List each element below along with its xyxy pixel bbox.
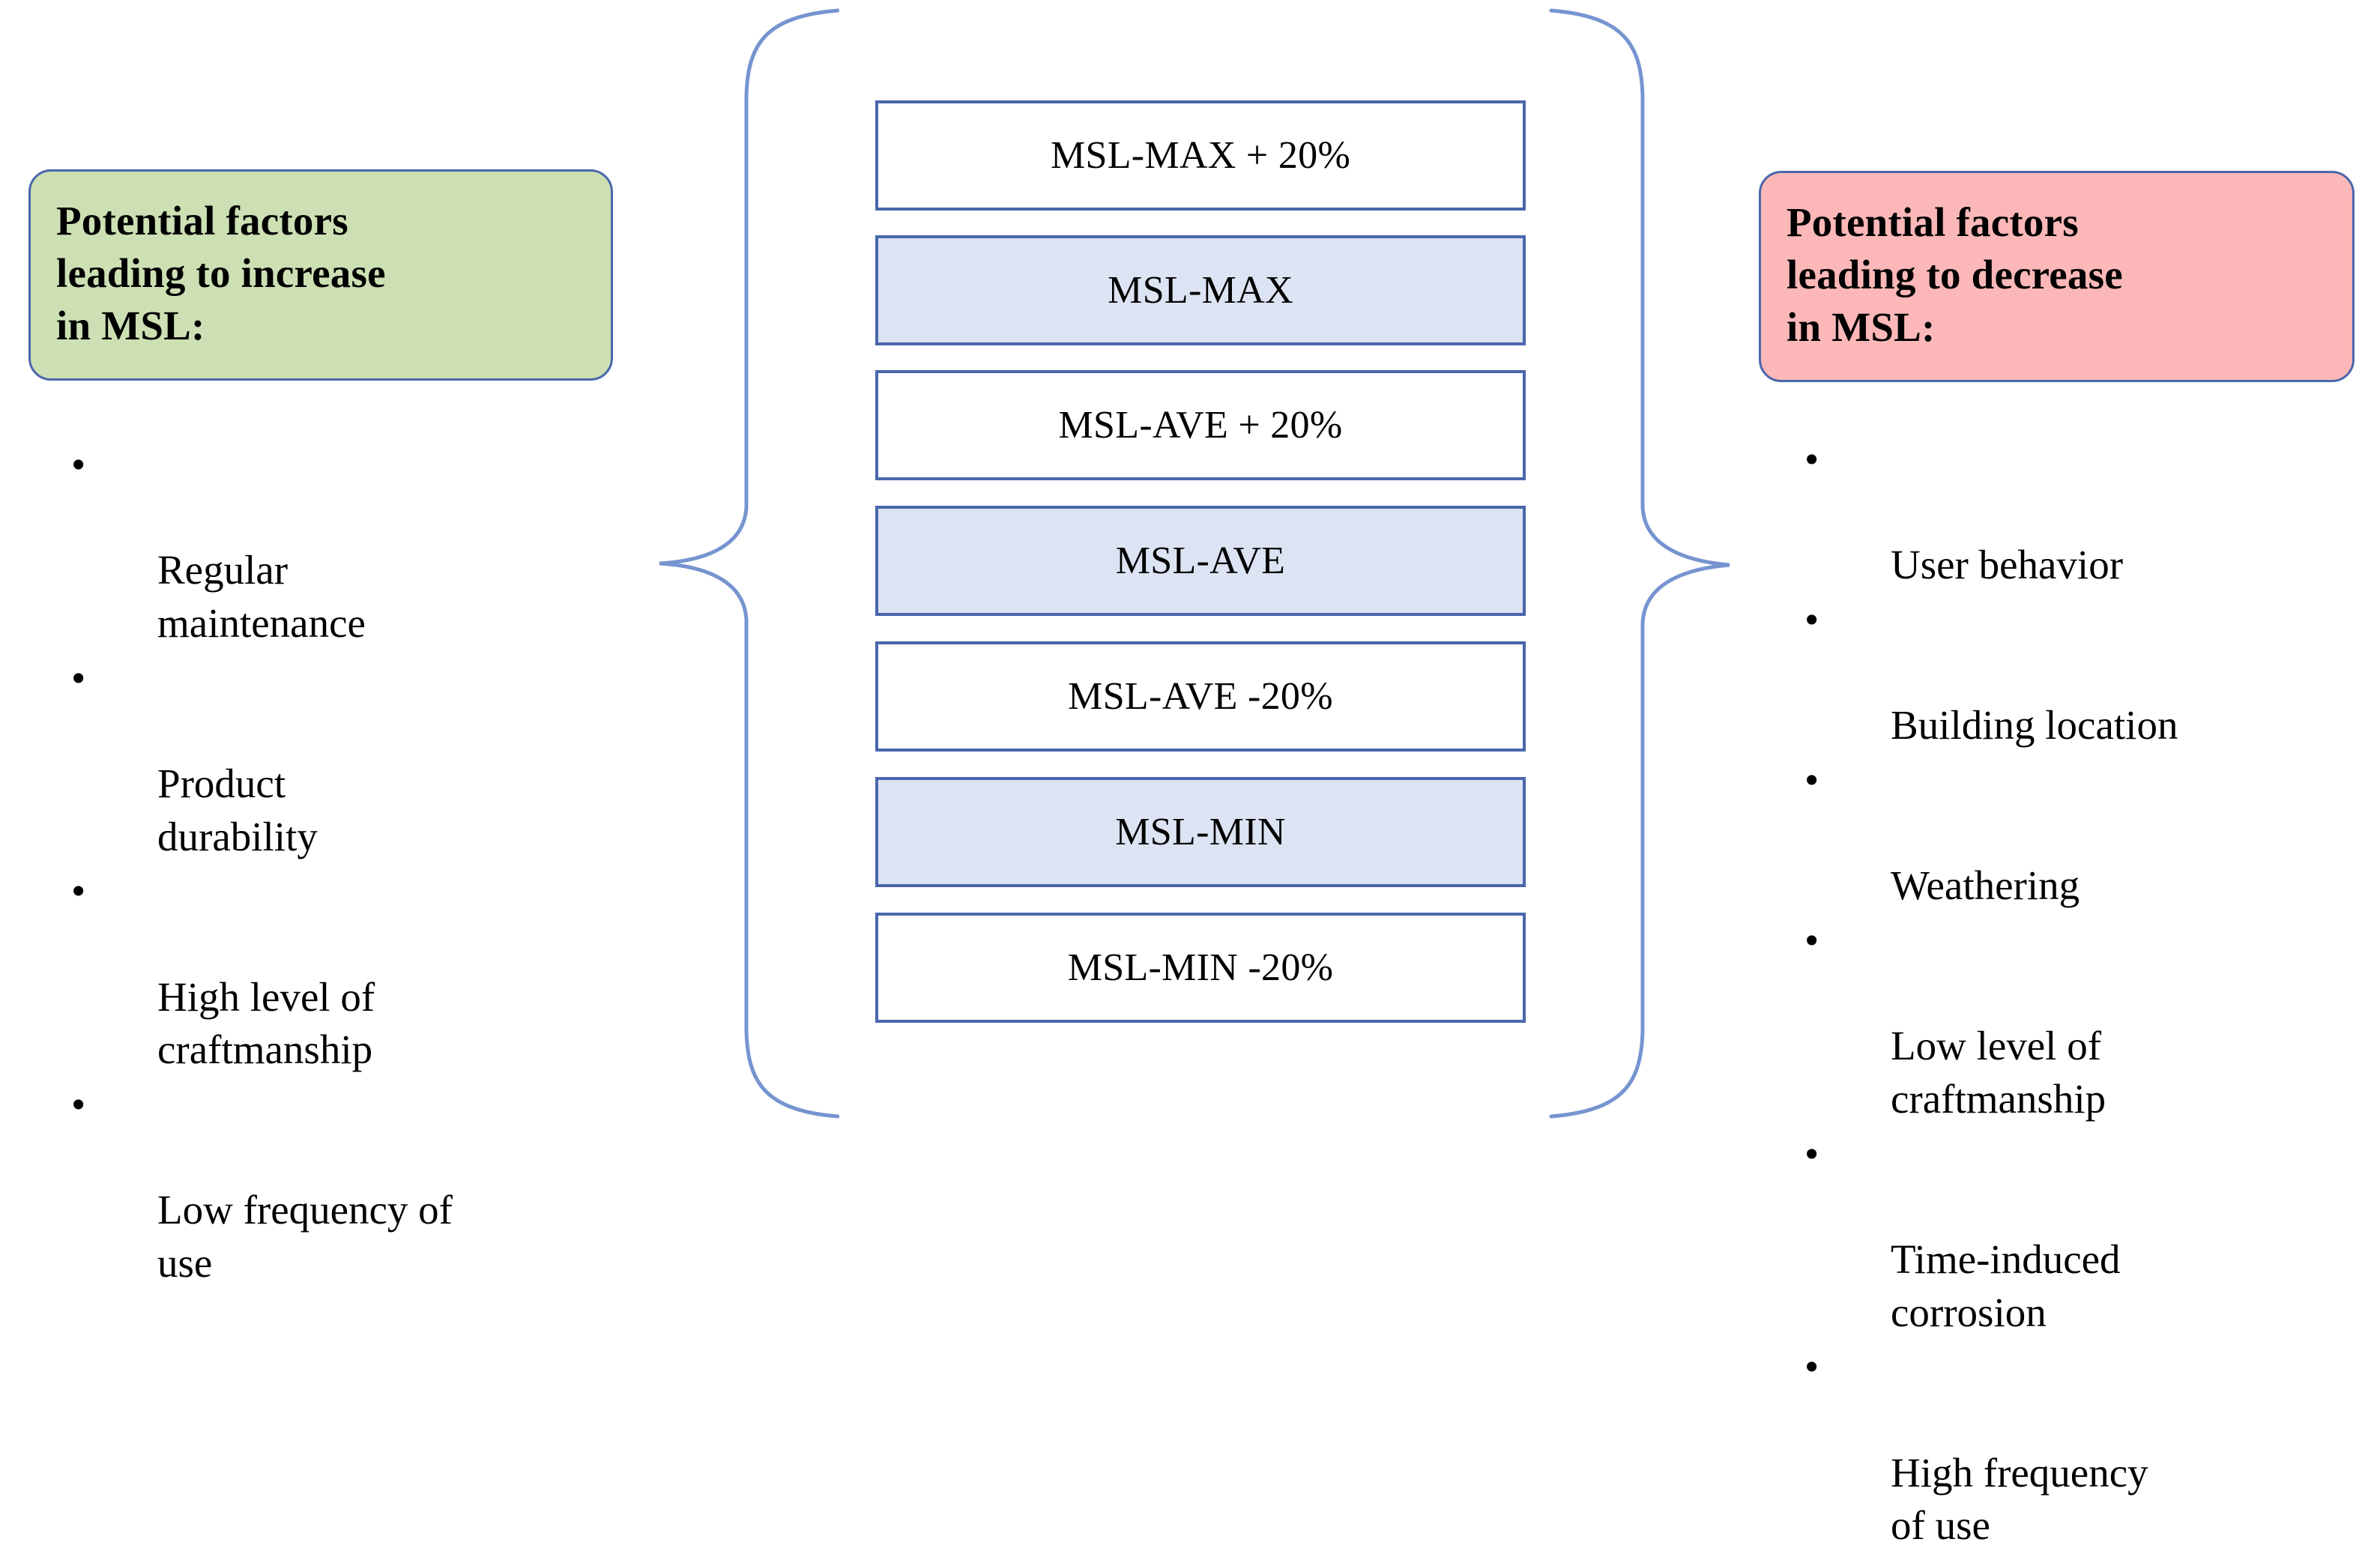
bullet-icon: • (71, 441, 86, 487)
msl-box-label: MSL-MIN -20% (1067, 946, 1334, 989)
list-item-label: Building location (1891, 702, 2178, 749)
right-curly-brace-icon (1549, 8, 1730, 1119)
bullet-icon: • (1804, 596, 1819, 643)
list-item: • Product durability (71, 652, 596, 864)
msl-box[interactable]: MSL-MIN (875, 777, 1526, 887)
bullet-icon: • (1804, 917, 1819, 964)
list-item: • Building location (1804, 593, 2344, 752)
bullet-icon: • (71, 654, 86, 701)
list-item-label: Product durability (157, 761, 318, 859)
msl-box-label: MSL-MAX (1108, 268, 1293, 312)
list-item: • Time-induced corrosion (1804, 1128, 2344, 1340)
bullet-icon: • (1804, 436, 1819, 482)
bullet-icon: • (1804, 1343, 1819, 1390)
callout-increase-heading: Potential factors leading to increase in… (56, 198, 386, 348)
msl-box-label: MSL-MIN (1115, 810, 1286, 853)
list-item: • Regular maintenance (71, 438, 596, 650)
list-item-label: Time-induced corrosion (1891, 1236, 2121, 1335)
list-item-label: High frequency of use (1891, 1449, 2148, 1549)
list-item: • Low level of craftmanship (1804, 914, 2344, 1126)
msl-box[interactable]: MSL-AVE + 20% (875, 370, 1526, 480)
list-item: • User behavior (1804, 433, 2344, 592)
bullet-icon: • (1804, 757, 1819, 803)
list-item: • High frequency of use (1804, 1340, 2344, 1553)
left-curly-brace-icon (659, 8, 839, 1119)
list-item: • Weathering (1804, 754, 2344, 913)
list-item-label: Low level of craftmanship (1891, 1023, 2106, 1122)
list-item-label: User behavior (1891, 542, 2124, 588)
msl-box[interactable]: MSL-MAX + 20% (875, 100, 1526, 211)
msl-box[interactable]: MSL-AVE (875, 506, 1526, 616)
msl-box[interactable]: MSL-MIN -20% (875, 913, 1526, 1023)
list-item: • Low frequency of use (71, 1078, 596, 1290)
list-item-label: High level of craftmanship (157, 973, 375, 1073)
bullet-icon: • (71, 1081, 86, 1128)
bullet-icon: • (1804, 1130, 1819, 1176)
list-item-label: Low frequency of use (157, 1187, 453, 1287)
msl-box-label: MSL-AVE -20% (1068, 674, 1333, 718)
msl-box[interactable]: MSL-MAX (875, 235, 1526, 345)
list-item-label: Weathering (1891, 862, 2080, 909)
msl-box-label: MSL-AVE (1115, 539, 1286, 582)
decrease-factors-list: • User behavior • Building location • We… (1804, 433, 2344, 1554)
callout-increase-factors: Potential factors leading to increase in… (28, 169, 613, 381)
msl-box-label: MSL-AVE + 20% (1058, 403, 1343, 447)
msl-box-label: MSL-MAX + 20% (1050, 133, 1351, 177)
msl-scenario-stack: MSL-MAX + 20% MSL-MAX MSL-AVE + 20% MSL-… (875, 100, 1526, 1023)
msl-box[interactable]: MSL-AVE -20% (875, 641, 1526, 752)
bullet-icon: • (71, 868, 86, 914)
increase-factors-list: • Regular maintenance • Product durabili… (71, 438, 596, 1292)
callout-decrease-factors: Potential factors leading to decrease in… (1759, 171, 2355, 382)
list-item: • High level of craftmanship (71, 865, 596, 1077)
list-item-label: Regular maintenance (157, 547, 366, 647)
callout-decrease-heading: Potential factors leading to decrease in… (1786, 199, 2123, 350)
